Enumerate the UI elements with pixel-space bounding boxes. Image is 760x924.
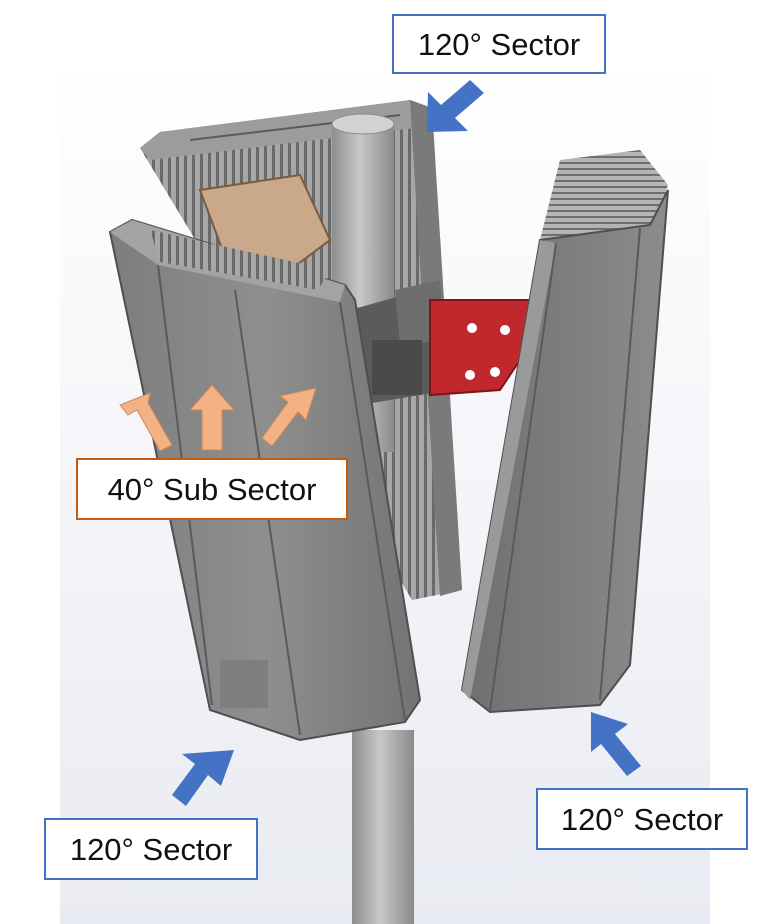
sub-sector-arrow-center-icon [188,384,236,451]
sub-sector-arrows [119,384,317,452]
label-sector-bottom-right: 120° Sector [536,788,748,850]
label-sector-bottom-left: 120° Sector [44,818,258,880]
antenna-right [460,150,669,714]
pole-top [331,113,395,135]
label-sub-sector: 40° Sub Sector [76,458,348,520]
sector-arrow-bottom-right-icon [591,712,641,776]
sub-sector-arrow-right-icon [261,387,317,447]
red-bracket [429,299,532,397]
sub-sector-arrow-left-icon [119,392,173,452]
sector-arrows [172,80,641,806]
label-sector-top: 120° Sector [392,14,606,74]
sector-arrow-top-icon [427,80,484,132]
panel-placeholder [220,660,268,708]
pole-lower [352,730,414,924]
sector-arrow-bottom-left-icon [172,750,234,806]
